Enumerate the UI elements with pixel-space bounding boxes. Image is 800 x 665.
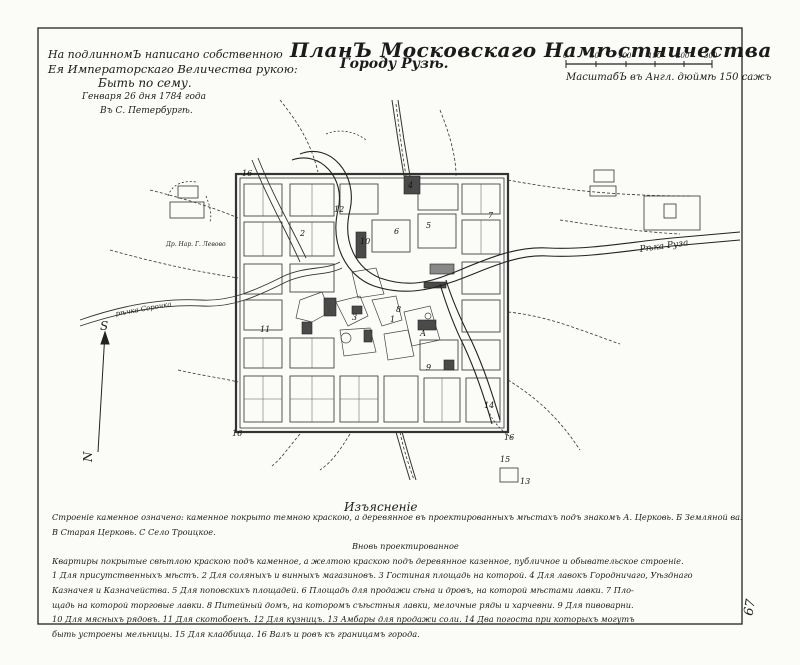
scale-tick-label: 200	[675, 52, 690, 60]
map-title: ПланЪ Московскаго Намѣстничества	[290, 38, 772, 62]
scale-tick-label: 0	[563, 52, 568, 60]
map-number-label: 11	[260, 325, 270, 334]
map-number-label: 2	[299, 229, 305, 238]
legend-heading: Изъясненіе	[344, 500, 418, 514]
river-sorochka-label: рѣчка Сорочка	[115, 300, 172, 318]
map-number-label: 16	[232, 429, 242, 438]
scale-tick-label: 100	[618, 52, 632, 60]
map-number-label: 12	[334, 205, 344, 214]
legend-line: Казначея и Казначейства. 5 Для поповских…	[52, 584, 634, 595]
map-letter-label: А	[419, 329, 426, 338]
legend-line: 1 Для присутственныхъ мѣстъ. 2 Для солян…	[52, 570, 693, 581]
map-number-label: 4	[407, 181, 413, 190]
map-number-label: 14	[484, 401, 494, 410]
page-number: 67	[741, 598, 760, 617]
old-town-plots	[295, 267, 441, 361]
map-number-label: 16	[242, 169, 252, 178]
map-frame	[37, 27, 743, 625]
street-blocks	[243, 183, 501, 423]
main-road	[391, 99, 417, 481]
map-subtitle: Городу Рузѣ.	[340, 56, 449, 72]
note-line: Генваря 26 дня 1784 года	[82, 92, 206, 102]
roads	[109, 99, 691, 481]
compass	[97, 330, 110, 453]
note-line: Быть по сему.	[98, 76, 192, 90]
scale-tick-label: 150	[648, 52, 662, 60]
map-number-label: 9	[426, 363, 431, 372]
map-number-label: 8	[396, 305, 401, 314]
map-number-label: 13	[520, 477, 530, 486]
legend-line: щадь на которой торговые лавки. 8 Питейн…	[52, 599, 634, 610]
map-number-label: 7	[488, 211, 494, 220]
note-line: Ея Императорскаго Величества рукою:	[48, 62, 298, 76]
block-subdivisions	[244, 184, 482, 422]
scale-tick-labels: 0 50 100 150 200 300	[563, 52, 718, 60]
river-sorochka	[79, 157, 343, 327]
scale-tick-label: 300	[704, 52, 718, 60]
map-numbers: 16 16 16 4 12 6 5 7 2 10 1 3 А 8 9 15 11…	[232, 169, 530, 486]
legend-line: Вновь проектированное	[352, 541, 459, 552]
scale-label: МасштабЪ въ Англ. дюймѣ 150 сажъ	[566, 72, 772, 83]
legend-line: Строеніе каменное означено: каменное пок…	[52, 512, 742, 522]
map-number-label: 3	[352, 313, 357, 322]
legend: Строеніе каменное означено: каменное пок…	[52, 510, 742, 641]
legend-line: 10 Для мясныхъ рядовъ. 11 Для скотобоенъ…	[52, 614, 635, 625]
map-number-label: 5	[426, 221, 431, 230]
compass-north-label: N	[81, 451, 95, 463]
imperial-approval-note: На подлинномЪ написано собственною Ея Им…	[48, 48, 298, 118]
legend-line: быть устроены мельницы. 15 Для кладбища.…	[52, 628, 420, 639]
compass-south-label: S	[100, 319, 108, 333]
city-rampart	[234, 172, 510, 434]
river-ruza	[291, 151, 741, 425]
masonry-blocks	[301, 175, 455, 371]
map-number-label: 1	[390, 315, 395, 324]
scale-bar	[565, 60, 713, 68]
legend-line: В Старая Церковь. С Село Троицкое.	[52, 526, 216, 537]
note-line: На подлинномЪ написано собственною	[48, 48, 283, 61]
legend-line: Квартиры покрытые свѣтлою краскою подъ к…	[52, 555, 684, 566]
scale-tick-label: 50	[590, 52, 599, 60]
note-line: Въ С. Петербургѣ.	[100, 106, 193, 116]
map-number-label: 10	[360, 237, 370, 246]
monastery-label: Др. Нар. Г. Левово	[165, 241, 226, 248]
map-number-label: 16	[504, 433, 514, 442]
map-number-label: 6	[394, 227, 399, 236]
map-number-label: 15	[500, 455, 510, 464]
outlying-buildings	[167, 130, 701, 483]
